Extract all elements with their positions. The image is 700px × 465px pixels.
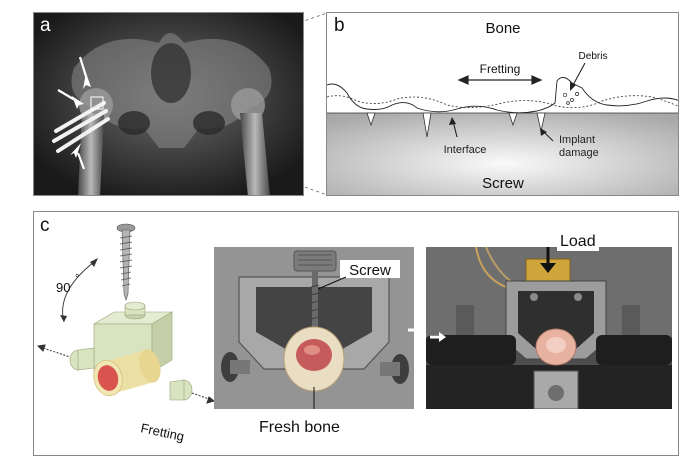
xray-image [34,13,303,195]
fixture-photo: Screw [214,247,414,409]
panel-b-interface-schematic: Bone Fretting Debris Interface Implant d… [326,12,679,196]
hip-screws [52,101,110,153]
panel-c-letter: c [40,215,50,236]
screw-region [327,113,678,195]
bone-contour [327,77,678,114]
debris-pointer [571,62,586,88]
fretting-arrows [36,344,214,404]
screw-arrows [57,56,91,170]
fretting-label: Fretting [139,420,185,444]
load-label: Load [557,233,599,251]
fretting-label: Fretting [480,62,521,76]
panel-a-xray: a [33,12,304,196]
loading-setup-photo [426,247,672,409]
side-arrow-icon [430,332,446,342]
damage-label: damage [559,147,599,159]
implant-label: Implant [559,134,595,146]
bone-contour-dashed [327,95,678,109]
implant-damage-notches [366,112,546,138]
degree-mark: ° [75,273,79,285]
sequence-arrow-icon [408,324,426,336]
screw-illustration [116,223,136,301]
debris-particles [562,92,579,105]
fretting-arrow [457,75,543,85]
panel-b-letter: b [334,15,345,36]
bone-core [97,365,119,391]
bone-cylinder [93,349,161,397]
right-femur [240,113,270,195]
interface-schematic: Bone Fretting Debris Interface Implant d… [327,20,678,195]
panel-c-test-setup: c 90 ° [33,211,679,456]
bone-label: Bone [485,20,520,37]
fixture-schematic: 90 ° Fretting [36,223,214,444]
angle-label: 90 [56,280,70,295]
interface-label: Interface [444,144,487,156]
zoom-region-box [90,96,104,110]
fresh-bone-label: Fresh bone [259,419,340,436]
debris-label: Debris [579,51,608,62]
screw-label: Screw [482,175,524,192]
screw-callout-label: Screw [349,262,391,279]
panel-a-letter: a [40,15,51,36]
